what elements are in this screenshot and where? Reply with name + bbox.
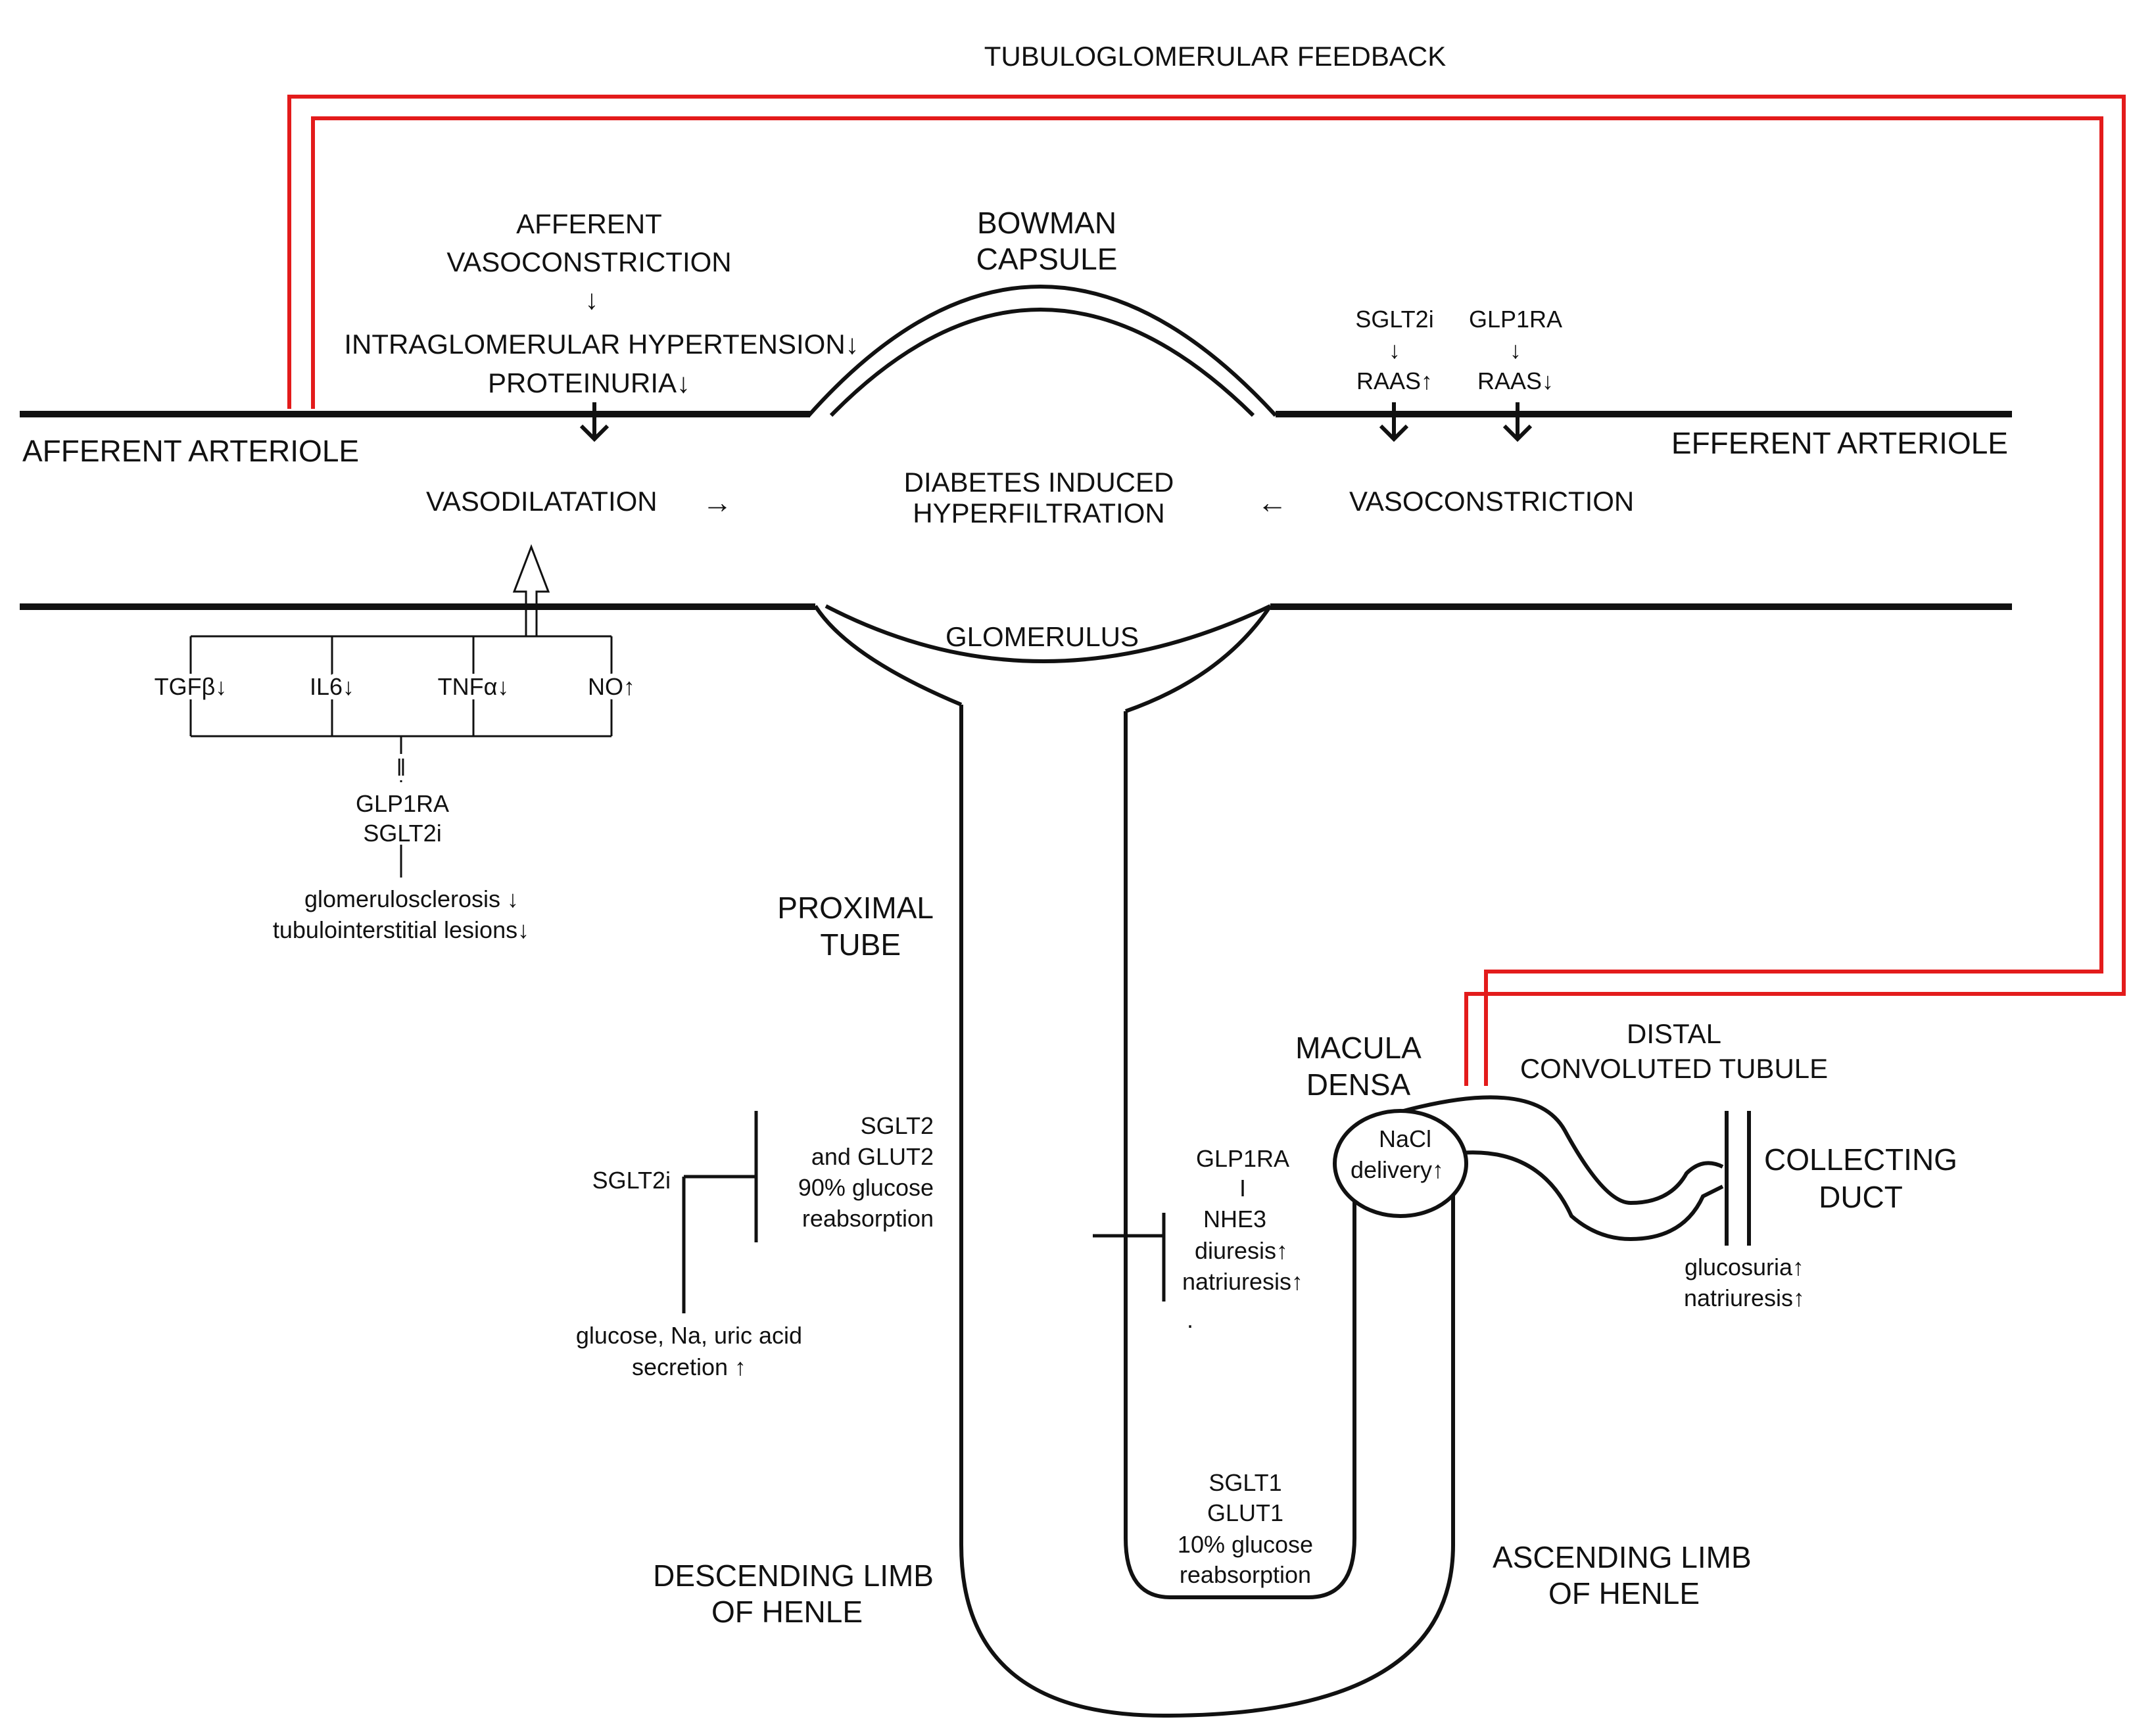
intraglomerular-hypertension: INTRAGLOMERULAR HYPERTENSION↓: [344, 329, 859, 360]
collecting-duct-line1: COLLECTING: [1764, 1142, 1957, 1177]
bowman-capsule-shape: [807, 285, 1278, 417]
cytokine-drug-glp1ra: GLP1RA: [356, 790, 449, 817]
efferent-sglt2i: SGLT2i: [1355, 306, 1433, 333]
afferent-arrow-down: ↓: [585, 284, 599, 315]
distal-tubule-shape: [1380, 1095, 1724, 1242]
vasoconstriction-arrow: ←: [1257, 485, 1287, 519]
drugs-separator: ‖: [396, 754, 406, 781]
ascending-limb-line2: OF HENLE: [1548, 1576, 1700, 1610]
collecting-duct-line2: DUCT: [1819, 1180, 1903, 1214]
proximal-transport-3: 90% glucose: [798, 1174, 934, 1201]
feedback-loop: [287, 95, 2126, 1086]
loop-reabsorption: reabsorption: [1180, 1561, 1311, 1588]
hyperfiltration-line2: HYPERFILTRATION: [913, 498, 1164, 528]
nephron-tubule: [959, 705, 1455, 1718]
afferent-arteriole-label: AFFERENT ARTERIOLE: [22, 434, 359, 468]
afferent-vasoconstriction-line2: VASOCONSTRICTION: [446, 246, 731, 277]
efferent-vasoconstriction: VASOCONSTRICTION: [1349, 486, 1634, 517]
efferent-arrow-down-2: ↓: [1510, 337, 1521, 364]
distal-tubule-line1: DISTAL: [1627, 1018, 1721, 1049]
descending-limb-line1: DESCENDING LIMB: [653, 1559, 934, 1593]
nhe3-bar: I: [1239, 1175, 1246, 1202]
sglt2i-inhibition-mark: [682, 1111, 758, 1313]
afferent-arteriole: [20, 411, 815, 610]
glucosuria: glucosuria↑: [1685, 1254, 1804, 1280]
bowman-capsule-line2: CAPSULE: [976, 242, 1118, 276]
proximal-tube-line2: TUBE: [820, 927, 901, 962]
feedback-title: TUBULOGLOMERULAR FEEDBACK: [984, 41, 1446, 72]
nhe3-glp1ra: GLP1RA: [1196, 1145, 1289, 1172]
proximal-transport-1: SGLT2: [861, 1112, 934, 1139]
nacl-line1: NaCl: [1379, 1125, 1431, 1152]
loop-sglt1: SGLT1: [1209, 1469, 1281, 1496]
nacl-line2: delivery↑: [1351, 1156, 1444, 1183]
macula-densa-line2: DENSA: [1306, 1067, 1411, 1102]
tubulointerstitial-lesions: tubulointerstitial lesions↓: [273, 916, 529, 943]
loop-pct: 10% glucose: [1178, 1531, 1313, 1558]
distal-tubule-line2: CONVOLUTED TUBULE: [1520, 1053, 1828, 1084]
loop-glut1: GLUT1: [1207, 1499, 1283, 1526]
raas-down: RAAS↓: [1477, 367, 1554, 394]
proximal-transport-4: reabsorption: [802, 1205, 934, 1232]
efferent-arteriole-label: EFFERENT ARTERIOLE: [1671, 426, 2008, 460]
macula-densa-shape: [1333, 1109, 1468, 1218]
ascending-limb-line1: ASCENDING LIMB: [1493, 1540, 1752, 1574]
proximal-transport-2: and GLUT2: [811, 1143, 934, 1170]
cytokine-bracket: [189, 544, 613, 878]
il6: IL6↓: [310, 673, 354, 700]
nhe3-inhibition-mark: [1093, 1213, 1166, 1302]
proximal-sglt2i: SGLT2i: [592, 1167, 671, 1194]
nhe3-target: NHE3: [1203, 1206, 1266, 1232]
efferent-glp1ra: GLP1RA: [1469, 306, 1562, 333]
macula-densa-line1: MACULA: [1295, 1031, 1422, 1065]
hyperfiltration-line1: DIABETES INDUCED: [904, 467, 1174, 498]
nhe3-natriuresis: natriuresis↑: [1182, 1268, 1303, 1295]
proteinuria: PROTEINURIA↓: [488, 367, 690, 398]
vasodilatation-arrow: →: [702, 485, 732, 519]
efferent-arteriole: [1270, 411, 2012, 610]
collecting-natriuresis: natriuresis↑: [1684, 1284, 1805, 1311]
raas-up: RAAS↑: [1356, 367, 1433, 394]
descending-limb-line2: OF HENLE: [711, 1595, 863, 1629]
feedback-outer-line: [287, 95, 2126, 1086]
collecting-duct-shape: [1725, 1111, 1751, 1246]
proximal-secretion-2: secretion ↑: [632, 1353, 746, 1380]
cytokine-drug-sglt2i: SGLT2i: [363, 820, 441, 847]
nhe3-diuresis: diuresis↑: [1195, 1237, 1288, 1264]
efferent-bold-arrow-2: [1502, 402, 1533, 442]
efferent-arrow-down-1: ↓: [1389, 337, 1400, 364]
tnf-alpha: TNFα↓: [438, 673, 510, 700]
glomerulosclerosis: glomerulosclerosis ↓: [304, 885, 519, 912]
nitric-oxide: NO↑: [588, 673, 635, 700]
nhe3-dot: .: [1187, 1306, 1193, 1333]
proximal-tube-line1: PROXIMAL: [777, 891, 934, 925]
tgf-beta: TGFβ↓: [155, 673, 227, 700]
afferent-vasoconstriction-line1: AFFERENT: [516, 208, 662, 239]
proximal-secretion-1: glucose, Na, uric acid: [576, 1322, 802, 1349]
glomerulus-shape: [813, 604, 1272, 713]
efferent-bold-arrow-1: [1379, 402, 1409, 442]
feedback-inner-line: [311, 116, 2103, 1086]
bowman-capsule-line1: BOWMAN: [977, 206, 1116, 240]
glomerulus-label: GLOMERULUS: [945, 621, 1139, 652]
vasodilatation: VASODILATATION: [426, 486, 658, 517]
afferent-bold-arrow: [579, 402, 610, 442]
